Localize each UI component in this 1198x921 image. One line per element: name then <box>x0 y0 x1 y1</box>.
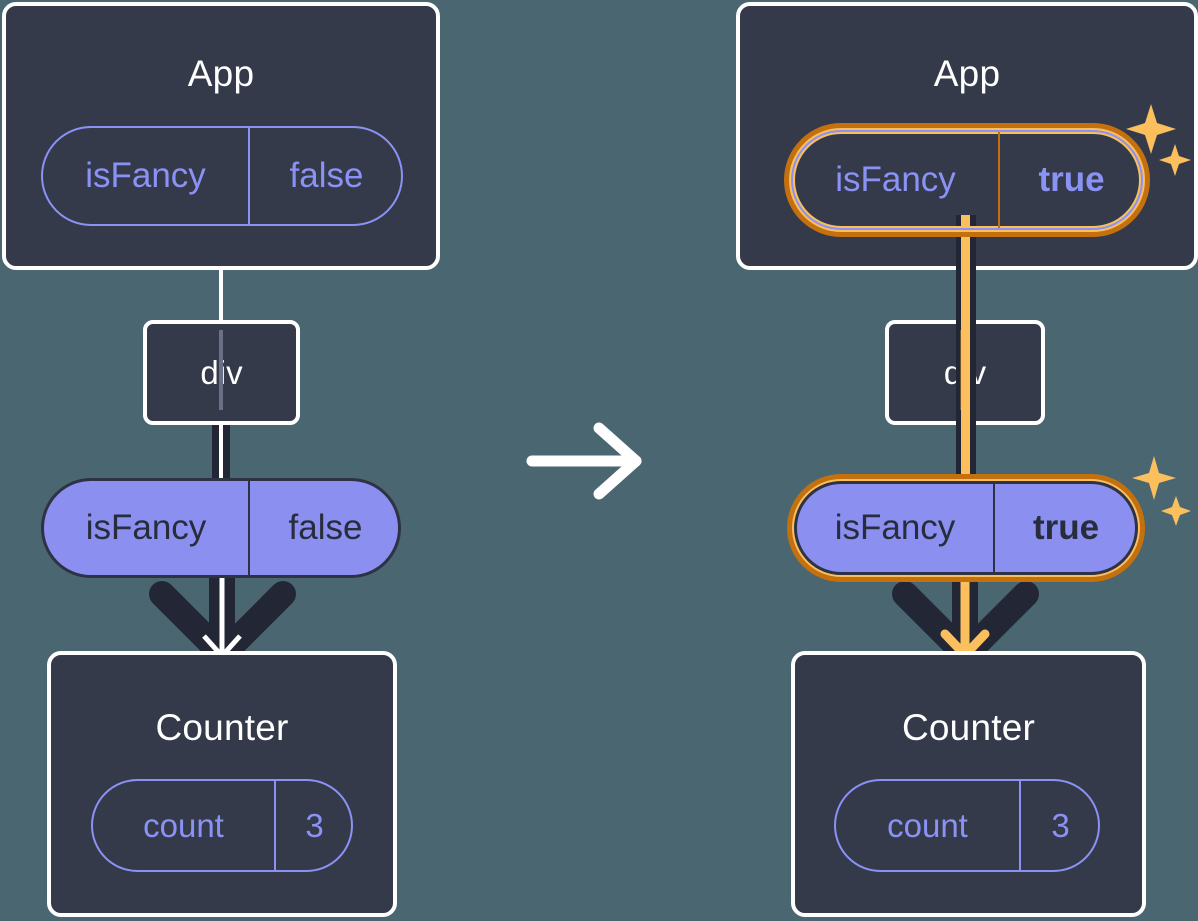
counter-state-pill-separator-after <box>1019 781 1021 870</box>
counter-title-after: Counter <box>901 707 1036 748</box>
prop-pill-name: isFancy <box>85 508 207 547</box>
app-state-pill[interactable]: isFancy false <box>41 126 403 226</box>
counter-state-pill-name-after: count <box>887 806 968 844</box>
app-state-pill-value: false <box>289 156 364 195</box>
counter-state-pill-after[interactable]: count 3 <box>834 779 1100 872</box>
prop-pill[interactable]: isFancy false <box>41 478 401 578</box>
counter-state-pill-value-after: 3 <box>1051 806 1070 844</box>
app-title: App <box>187 53 255 94</box>
connector-app-to-prop-core-after <box>961 215 970 485</box>
app-state-pill-after[interactable]: isFancy true <box>791 130 1143 230</box>
counter-state-pill-name: count <box>143 806 224 844</box>
app-state-pill-separator <box>248 128 250 224</box>
prop-pill-separator-after <box>993 484 995 572</box>
counter-state-pill-value: 3 <box>305 806 324 844</box>
prop-pill-value-after: true <box>1032 508 1100 547</box>
app-state-pill-name-after: isFancy <box>835 160 956 199</box>
app-title-after: App <box>933 53 1001 94</box>
connector-div-to-prop-core <box>219 424 223 484</box>
counter-state-pill-separator <box>274 781 276 870</box>
prop-pill-name-after: isFancy <box>834 508 956 547</box>
connector-through-div <box>219 330 223 410</box>
prop-pill-separator <box>248 481 250 575</box>
app-sparkles-icon <box>1123 100 1198 180</box>
transition-arrow-icon <box>524 420 654 507</box>
prop-pill-value: false <box>288 508 363 547</box>
prop-sparkles-icon <box>1128 450 1198 530</box>
counter-state-pill[interactable]: count 3 <box>91 779 353 872</box>
before-panel: App isFancy false div isFancy false <box>0 0 470 921</box>
prop-pill-after[interactable]: isFancy true <box>794 481 1138 575</box>
app-state-pill-name: isFancy <box>85 156 206 195</box>
counter-title: Counter <box>155 707 289 748</box>
connector-app-to-div <box>219 265 223 323</box>
app-state-pill-separator-after <box>998 132 1000 228</box>
after-panel: App isFancy true div <box>728 0 1198 921</box>
app-state-pill-value-after: true <box>1038 160 1105 199</box>
